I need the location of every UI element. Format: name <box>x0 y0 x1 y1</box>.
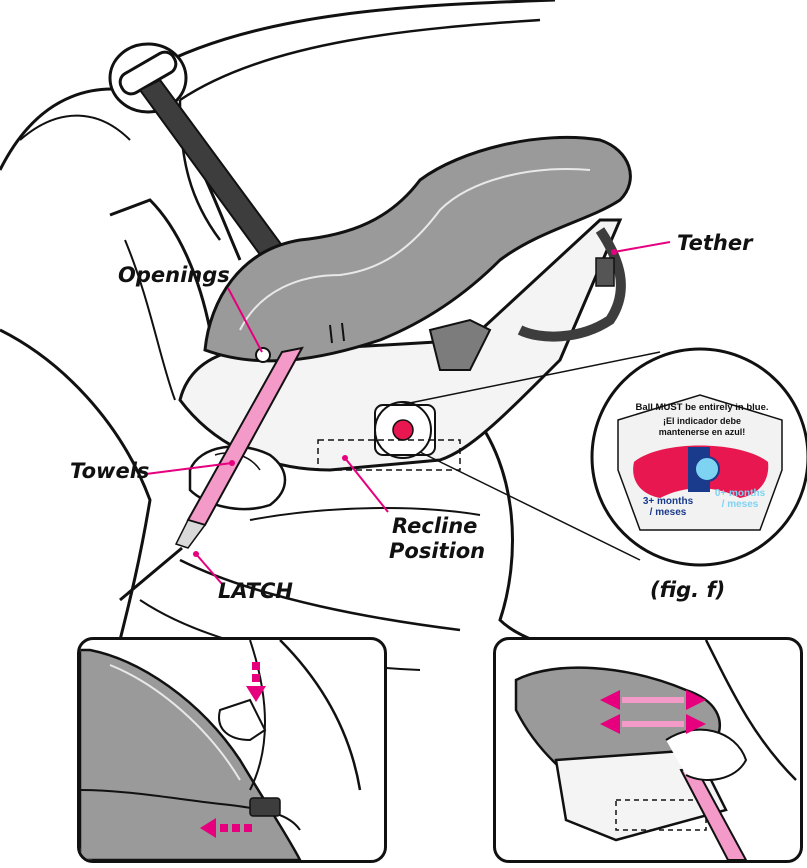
latch-label: LATCH <box>218 580 293 602</box>
zone-right-label-2: / meses <box>708 499 772 510</box>
recline-position-label-line1: Recline <box>392 515 477 537</box>
recline-position-label-line2: Position <box>389 540 485 562</box>
openings-label: Openings <box>118 264 230 286</box>
press-down-illustration <box>80 640 384 860</box>
zone-left-label-1: 3+ months <box>636 496 700 507</box>
indicator-warning-es-1: ¡El indicador debe <box>640 416 764 426</box>
zone-left-label-2: / meses <box>636 507 700 518</box>
indicator-warning-en: Ball MUST be entirely in blue. <box>622 402 782 413</box>
rock-seat-illustration <box>496 640 800 860</box>
zone-right-label-1: 0+ months <box>708 488 772 499</box>
tether-label: Tether <box>677 232 752 254</box>
figure-label: (fig. f) <box>650 579 725 601</box>
towels-label: Towels <box>70 460 149 482</box>
step-panel-rock-seat <box>493 637 803 863</box>
indicator-warning-es-2: mantenerse en azul! <box>640 427 764 437</box>
step-panel-press-down <box>77 637 387 863</box>
